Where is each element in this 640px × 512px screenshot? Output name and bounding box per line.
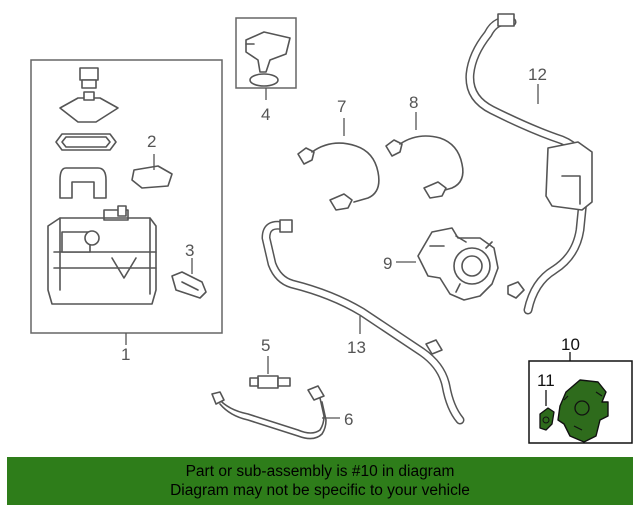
callout-13: 13 bbox=[347, 338, 366, 357]
callout-9: 9 bbox=[383, 254, 392, 273]
callout-12: 12 bbox=[528, 65, 547, 84]
parts-diagram: 2 3 1 4 7 8 12 bbox=[30, 13, 633, 444]
callout-8: 8 bbox=[409, 93, 418, 112]
callout-3: 3 bbox=[185, 241, 194, 260]
part-8-oxygen-sensor[interactable] bbox=[385, 135, 464, 199]
callout-11: 11 bbox=[537, 371, 555, 390]
part-1-canister-group[interactable] bbox=[30, 59, 223, 334]
banner-line-1: Part or sub-assembly is #10 in diagram bbox=[185, 463, 455, 480]
part-10-highlighted-assembly[interactable] bbox=[528, 360, 633, 444]
part-12-hose-assembly[interactable] bbox=[465, 13, 593, 315]
part-4-sensor[interactable] bbox=[235, 17, 297, 89]
part-7-oxygen-sensor[interactable] bbox=[297, 142, 380, 211]
part-13-hose[interactable] bbox=[261, 219, 465, 425]
callout-7: 7 bbox=[337, 97, 346, 116]
callout-1: 1 bbox=[121, 345, 130, 364]
info-banner: Part or sub-assembly is #10 in diagram D… bbox=[7, 457, 633, 505]
callout-6: 6 bbox=[344, 410, 353, 429]
banner-line-2: Diagram may not be specific to your vehi… bbox=[170, 482, 470, 499]
part-5-valve[interactable] bbox=[249, 375, 291, 389]
callout-4: 4 bbox=[261, 105, 270, 124]
part-9-air-pump[interactable] bbox=[417, 227, 499, 301]
part-6-hose[interactable] bbox=[211, 385, 327, 440]
callout-5: 5 bbox=[261, 336, 270, 355]
callout-2: 2 bbox=[147, 132, 156, 151]
callout-10: 10 bbox=[561, 335, 580, 354]
